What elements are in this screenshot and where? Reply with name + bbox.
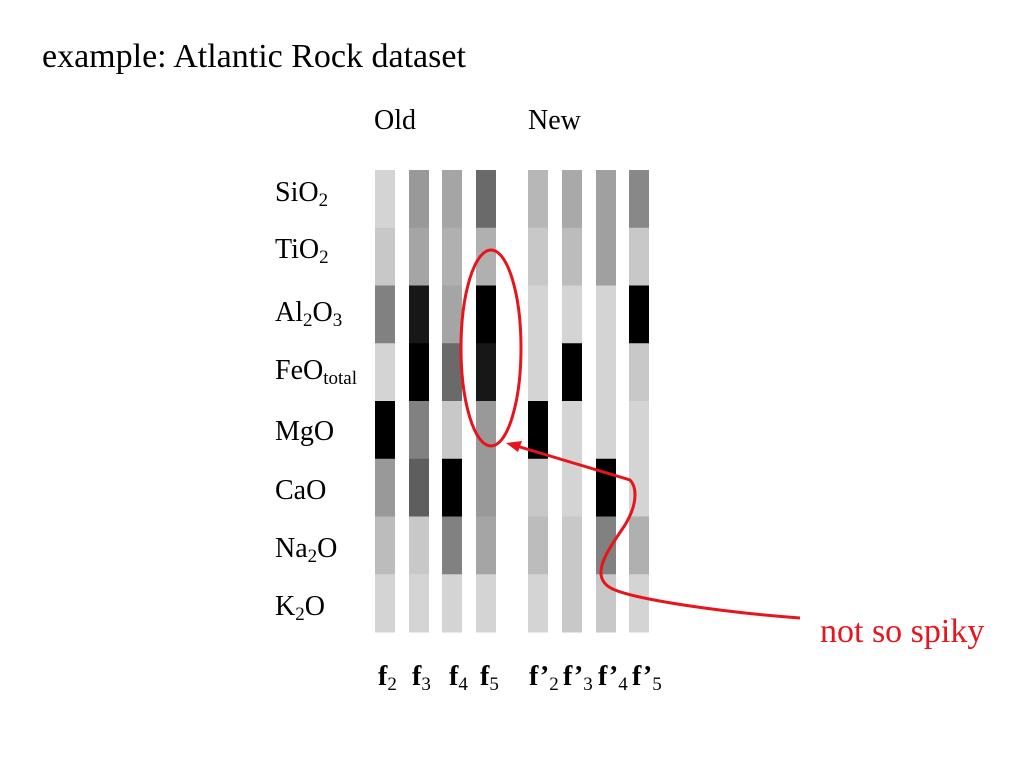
heatmap-cell-tio2-f5 — [476, 227, 496, 286]
heatmap-cell-sio2-f2 — [375, 170, 395, 229]
heatmap-cell-na2o-f-prime2 — [528, 516, 548, 575]
highlight-ellipse — [459, 248, 523, 448]
heatmap-cell-mgo-f-prime3 — [562, 401, 582, 460]
heatmap-cell-feototal-f-prime4 — [596, 343, 616, 402]
heatmap-cell-sio2-f-prime4 — [596, 170, 616, 229]
heatmap-cell-al2o3-f5 — [476, 285, 496, 344]
heatmap-cell-cao-f2 — [375, 458, 395, 517]
heatmap-cell-sio2-f5 — [476, 170, 496, 229]
heatmap-cell-tio2-f-prime3 — [562, 227, 582, 286]
heatmap-cell-tio2-f-prime4 — [596, 227, 616, 286]
heatmap-cell-mgo-f4 — [442, 401, 462, 460]
row-label-tio2: TiO2 — [275, 234, 329, 268]
heatmap-cell-k2o-f-prime5 — [629, 574, 649, 633]
heatmap-cell-sio2-f4 — [442, 170, 462, 229]
heatmap-cell-k2o-f3 — [409, 574, 429, 633]
heatmap-cell-na2o-f5 — [476, 516, 496, 575]
heatmap-cell-sio2-f-prime2 — [528, 170, 548, 229]
group-label-old: Old — [374, 105, 416, 136]
slide-title: example: Atlantic Rock dataset — [42, 38, 466, 75]
row-label-k2o: K2O — [275, 591, 325, 625]
heatmap-cell-tio2-f-prime5 — [629, 227, 649, 286]
col-label-f2: f2 — [378, 661, 397, 695]
heatmap-cell-k2o-f4 — [442, 574, 462, 633]
heatmap-cell-sio2-f3 — [409, 170, 429, 229]
heatmap-cell-tio2-f3 — [409, 227, 429, 286]
arrow-head-icon — [506, 441, 522, 452]
col-label-f-prime-4: f’4 — [598, 661, 628, 695]
col-label-f-prime-5: f’5 — [632, 661, 662, 695]
heatmap-cell-k2o-f5 — [476, 574, 496, 633]
heatmap-cell-mgo-f5 — [476, 401, 496, 460]
annotation-arrow — [509, 442, 801, 620]
heatmap-cell-tio2-f-prime2 — [528, 227, 548, 286]
heatmap-cell-mgo-f2 — [375, 401, 395, 460]
heatmap-cell-tio2-f4 — [442, 227, 462, 286]
heatmap-cell-feototal-f-prime5 — [629, 343, 649, 402]
heatmap-cell-k2o-f-prime3 — [562, 574, 582, 633]
heatmap-cell-na2o-f-prime3 — [562, 516, 582, 575]
heatmap-cell-feototal-f-prime2 — [528, 343, 548, 402]
group-label-new: New — [528, 105, 581, 136]
heatmap-cell-feototal-f2 — [375, 343, 395, 402]
heatmap-cell-k2o-f2 — [375, 574, 395, 633]
row-label-sio2: SiO2 — [275, 177, 329, 211]
col-label-f-prime-3: f’3 — [563, 661, 593, 695]
heatmap-cell-na2o-f-prime4 — [596, 516, 616, 575]
heatmap-cell-mgo-f-prime5 — [629, 401, 649, 460]
heatmap-cell-al2o3-f3 — [409, 285, 429, 344]
heatmap-cell-sio2-f-prime5 — [629, 170, 649, 229]
heatmap-cell-sio2-f-prime3 — [562, 170, 582, 229]
row-label-cao: CaO — [275, 475, 327, 506]
col-label-f3: f3 — [412, 661, 431, 695]
heatmap-cell-feototal-f3 — [409, 343, 429, 402]
heatmap-cell-al2o3-f-prime2 — [528, 285, 548, 344]
heatmap-cell-tio2-f2 — [375, 227, 395, 286]
heatmap-cell-feototal-f4 — [442, 343, 462, 402]
heatmap-cell-cao-f-prime4 — [596, 458, 616, 517]
heatmap-cell-mgo-f3 — [409, 401, 429, 460]
heatmap-cells — [375, 170, 649, 633]
heatmap-cell-al2o3-f4 — [442, 285, 462, 344]
heatmap-cell-al2o3-f-prime5 — [629, 285, 649, 344]
heatmap-cell-feototal-f5 — [476, 343, 496, 402]
heatmap-cell-al2o3-f-prime3 — [562, 285, 582, 344]
heatmap-cell-mgo-f-prime4 — [596, 401, 616, 460]
heatmap-cell-mgo-f-prime2 — [528, 401, 548, 460]
heatmap-cell-cao-f-prime3 — [562, 458, 582, 517]
heatmap-cell-al2o3-f2 — [375, 285, 395, 344]
heatmap-cell-feototal-f-prime3 — [562, 343, 582, 402]
heatmap-cell-cao-f4 — [442, 458, 462, 517]
col-label-f-prime-2: f’2 — [529, 661, 559, 695]
heatmap-cell-na2o-f3 — [409, 516, 429, 575]
col-label-f4: f4 — [449, 661, 468, 695]
heatmap-cell-cao-f3 — [409, 458, 429, 517]
heatmap-cell-k2o-f-prime2 — [528, 574, 548, 633]
heatmap-cell-na2o-f-prime5 — [629, 516, 649, 575]
col-label-f5: f5 — [480, 661, 499, 695]
row-label-feo-total: FeOtotal — [275, 355, 358, 389]
heatmap-cell-na2o-f2 — [375, 516, 395, 575]
heatmap-cell-cao-f-prime2 — [528, 458, 548, 517]
heatmap-cell-al2o3-f-prime4 — [596, 285, 616, 344]
heatmap-cell-cao-f5 — [476, 458, 496, 517]
annotation-not-so-spiky: not so spiky — [820, 613, 985, 650]
row-label-mgo: MgO — [275, 416, 335, 447]
row-label-na2o: Na2O — [275, 533, 338, 567]
row-label-al2o3: Al2O3 — [275, 297, 343, 331]
heatmap-cell-na2o-f4 — [442, 516, 462, 575]
